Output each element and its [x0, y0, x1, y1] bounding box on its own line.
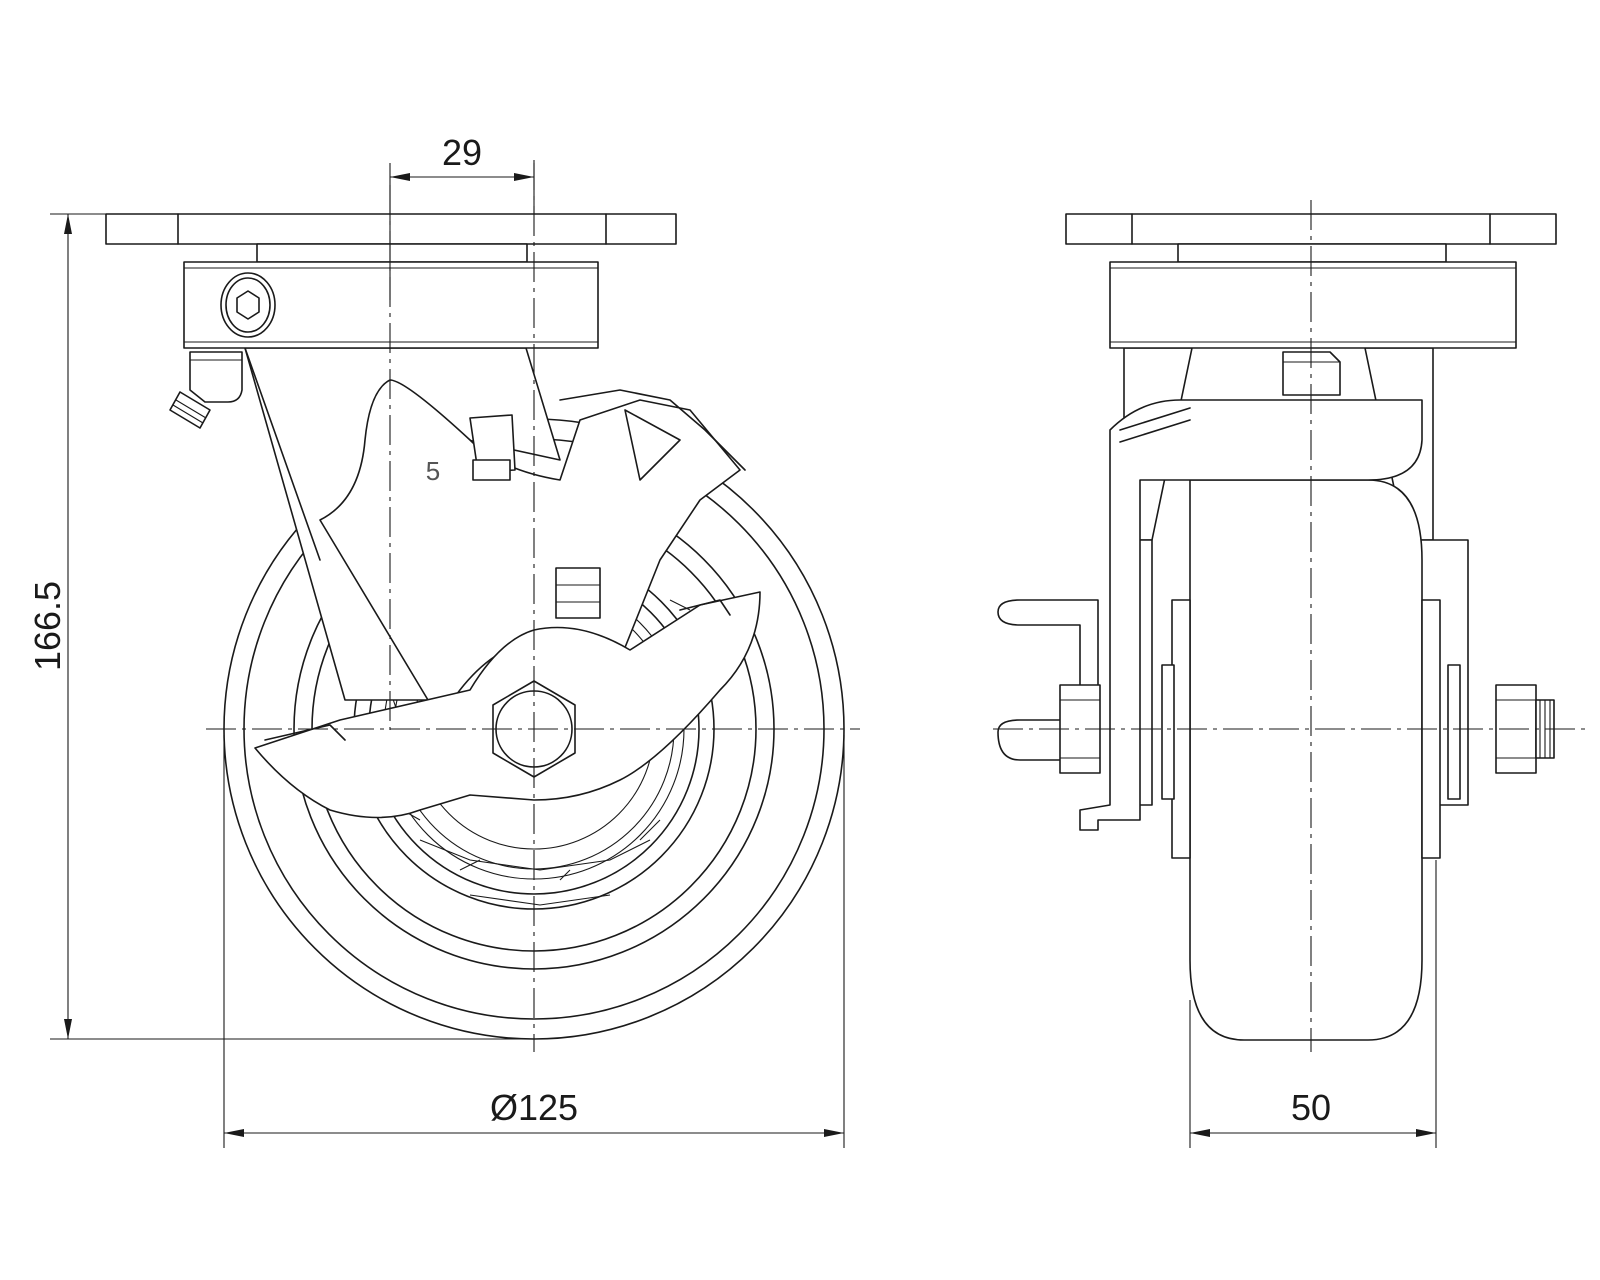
side-view	[993, 200, 1590, 1052]
side-wheel	[1161, 479, 1461, 1041]
grease-nipple-icon	[169, 351, 243, 429]
width-dimension-label: 50	[1291, 1087, 1331, 1128]
side-center-lines	[993, 200, 1590, 1052]
front-view	[105, 160, 860, 1052]
diameter-dimension-label: Ø125	[490, 1087, 578, 1128]
dimension-offset	[389, 163, 535, 300]
side-bracket	[1079, 399, 1423, 831]
brake-position-mark: 5	[426, 456, 440, 486]
height-dimension-label: 166.5	[27, 581, 68, 671]
dimension-diameter	[223, 735, 845, 1148]
side-top-plate	[1065, 213, 1557, 349]
set-screw-icon	[220, 272, 276, 338]
front-center-lines	[206, 160, 860, 1052]
dimension-width	[1189, 860, 1437, 1148]
front-top-plate	[105, 213, 677, 349]
dimension-height	[50, 213, 534, 1040]
offset-dimension-label: 29	[442, 132, 482, 173]
